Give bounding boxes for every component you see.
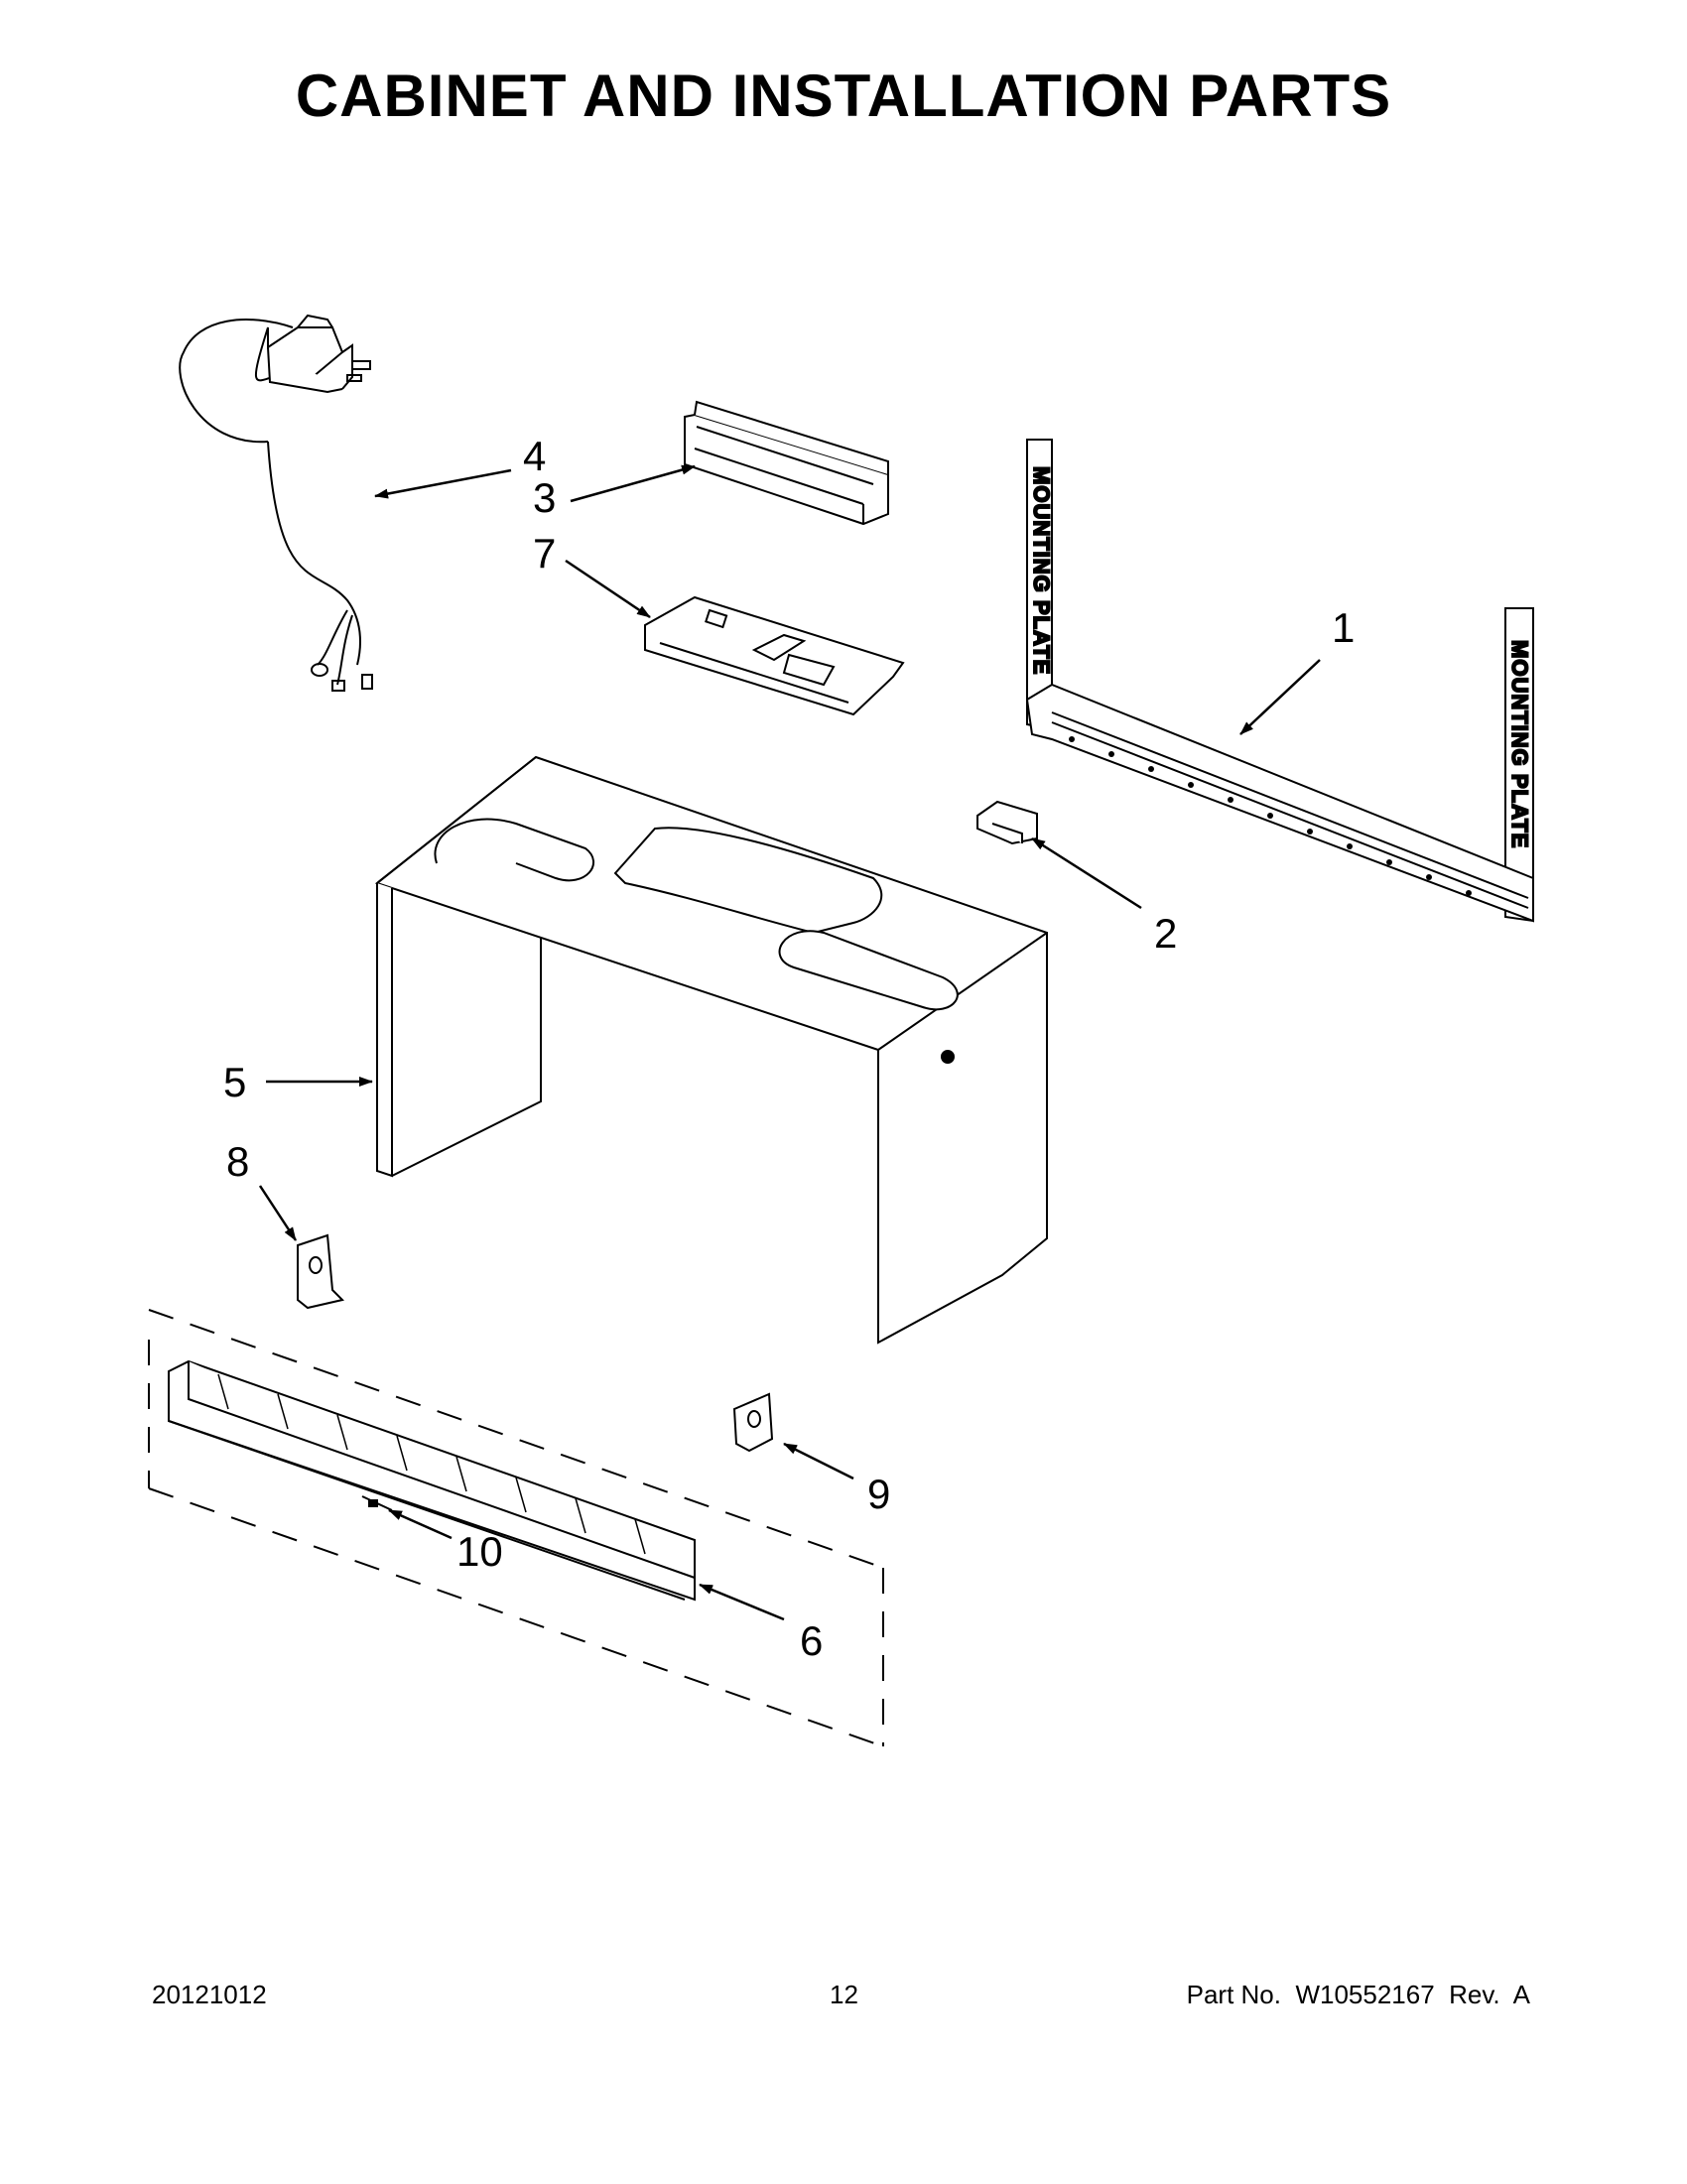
- callout-9: 9: [867, 1471, 890, 1517]
- leader-arrow-1: [1239, 659, 1321, 735]
- callout-6: 6: [800, 1617, 823, 1664]
- mounting-plate-label-right: MOUNTING PLATE: [1507, 640, 1532, 848]
- callout-8: 8: [226, 1138, 249, 1185]
- mounting-plate-label-left: MOUNTING PLATE: [1029, 466, 1054, 675]
- footer-date: 20121012: [152, 1980, 267, 2009]
- clip-part: [976, 800, 1038, 845]
- bracket-9-part: [732, 1392, 774, 1453]
- grille-part: [168, 1359, 696, 1602]
- footer-part-number: Part No. W10552167 Rev. A: [1186, 1980, 1530, 2009]
- callout-10: 10: [456, 1528, 503, 1575]
- cabinet-part: [374, 755, 1048, 1345]
- bracket-8-part: [297, 1233, 344, 1310]
- callout-1: 1: [1332, 604, 1355, 651]
- damper-part: [684, 400, 889, 526]
- plate-part: [644, 595, 905, 716]
- page-title: CABINET AND INSTALLATION PARTS: [295, 63, 1392, 129]
- leader-arrow-8: [258, 1185, 298, 1241]
- mounting-plate-part: MOUNTING PLATE MOUNTING PLATE: [1025, 439, 1534, 923]
- leader-arrow-2: [1031, 836, 1142, 910]
- leader-arrow-10: [388, 1508, 453, 1540]
- leader-arrow-9: [783, 1442, 854, 1480]
- footer-page-number: 12: [830, 1980, 858, 2009]
- callout-4: 4: [523, 433, 546, 479]
- leader-arrow-7: [565, 559, 651, 619]
- callout-5: 5: [223, 1059, 246, 1105]
- leader-arrows: [258, 464, 1321, 1621]
- leader-arrow-4: [374, 468, 512, 499]
- leader-arrow-6: [699, 1583, 785, 1621]
- callout-7: 7: [533, 530, 556, 577]
- leader-arrow-3: [570, 464, 696, 503]
- screw-part: [361, 1495, 393, 1511]
- callout-2: 2: [1154, 910, 1177, 957]
- callout-3: 3: [533, 474, 556, 521]
- power-cord-part: [179, 314, 373, 692]
- grille-region-outline: [148, 1309, 884, 1747]
